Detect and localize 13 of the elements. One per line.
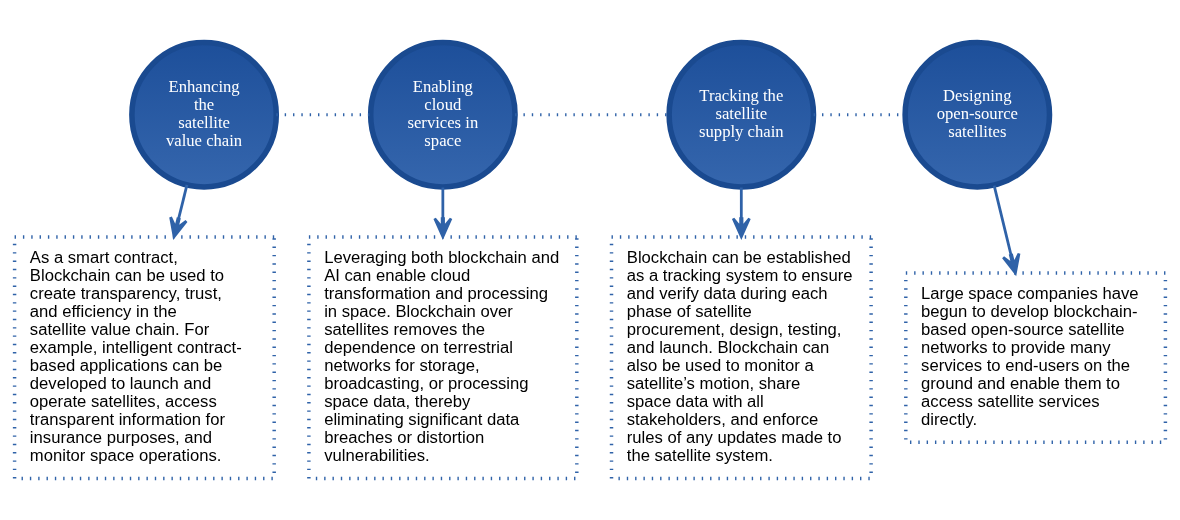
- node-circle: Enabling cloud services in space: [367, 39, 518, 190]
- node-box: As a smart contract, Blockchain can be used to create transparency, trust, and efficiency in the satellite value chain. For example, intelligent contract-based applications can be developed to launch and operate satellites, access transparent information for insurance purposes, and monitor space operations.: [12, 234, 276, 480]
- node-circle: Enhancing the satellite value chain: [129, 39, 280, 190]
- arrow: [731, 187, 751, 238]
- node-box: Large space companies have begun to develop blockchain-based open-source satellite networks to provide many services to end-users on the ground and enable them to access satellite services directly.: [904, 270, 1168, 444]
- node-circle: Designing open-source satellites: [902, 39, 1053, 190]
- node-box: Leveraging both blockchain and AI can enable cloud transformation and processing in space. Blockchain over satellites removes the dependence on terrestrial networks for storage, broadcasting, or processing space data, thereby eliminating significant data breaches or distortion vulnerabilities.: [307, 234, 579, 480]
- arrow: [169, 184, 189, 238]
- node-box: Blockchain can be established as a tracking system to ensure and verify data during each phase of satellite procurement, design, testing, and launch. Blockchain can also be used to monitor a satellite’s motion, share space data with all stakeholders, and enforce rules of any updates made to the satellite system.: [609, 234, 873, 480]
- connector: [515, 112, 669, 116]
- arrow: [433, 187, 453, 238]
- arrow: [992, 184, 1021, 274]
- node-circle: Tracking the satellite supply chain: [666, 39, 817, 190]
